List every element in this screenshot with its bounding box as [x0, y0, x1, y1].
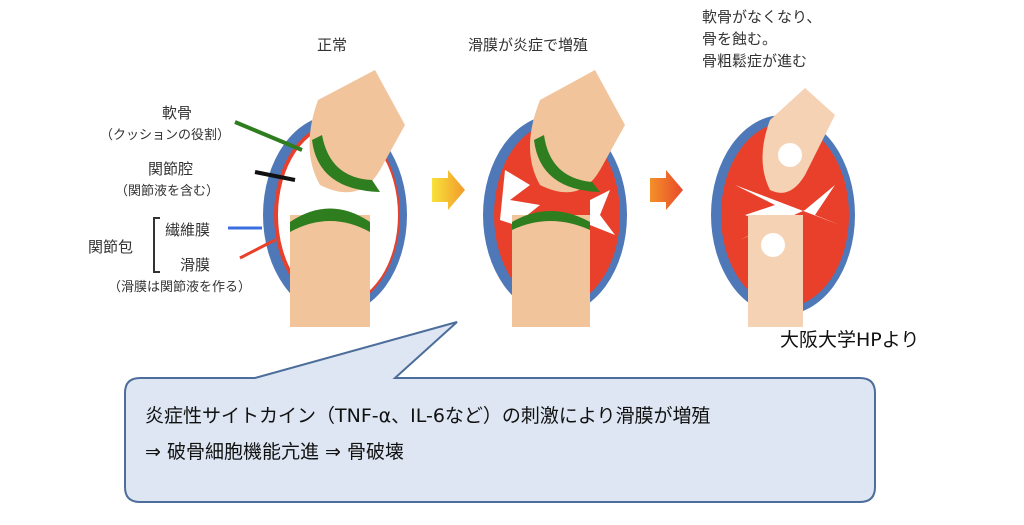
label-cartilage-note: （クッションの役割） — [100, 128, 231, 143]
label-joint-cavity: 関節腔 — [148, 160, 194, 178]
stage-title-normal: 正常 — [317, 36, 348, 54]
stage-title-destroyed: 軟骨がなくなり、 骨を蝕む。 骨粗鬆症が進む — [702, 6, 821, 72]
label-joint-capsule: 関節包 — [88, 238, 134, 256]
label-fibrous-membrane: 繊維膜 — [165, 221, 211, 239]
callout-line-1: 炎症性サイトカイン（TNF-α、IL-6など）の刺激により滑膜が増殖 — [145, 405, 711, 427]
stage-title-line: 骨粗鬆症が進む — [702, 52, 808, 70]
callout-text: 炎症性サイトカイン（TNF-α、IL-6など）の刺激により滑膜が増殖 ⇒ 破骨細… — [145, 398, 711, 470]
stage-title-line: 軟骨がなくなり、 — [702, 8, 822, 26]
inflamed-joint — [483, 70, 627, 327]
label-synovium: 滑膜 — [180, 256, 211, 274]
stage-title-line: 骨を蝕む。 — [702, 30, 778, 48]
normal-joint — [153, 70, 407, 327]
destroyed-joint — [711, 88, 855, 327]
label-joint-cavity-note: （関節液を含む） — [115, 184, 220, 199]
stage-title-inflamed: 滑膜が炎症で増殖 — [468, 36, 589, 54]
source-credit: 大阪大学HPより — [780, 329, 920, 351]
label-synovium-note: （滑膜は関節液を作る） — [108, 280, 252, 295]
arrow-icon — [432, 170, 465, 210]
callout-line-2: ⇒ 破骨細胞機能亢進 ⇒ 骨破壊 — [145, 441, 404, 463]
label-cartilage: 軟骨 — [162, 104, 193, 122]
arrow-icon — [650, 170, 683, 210]
